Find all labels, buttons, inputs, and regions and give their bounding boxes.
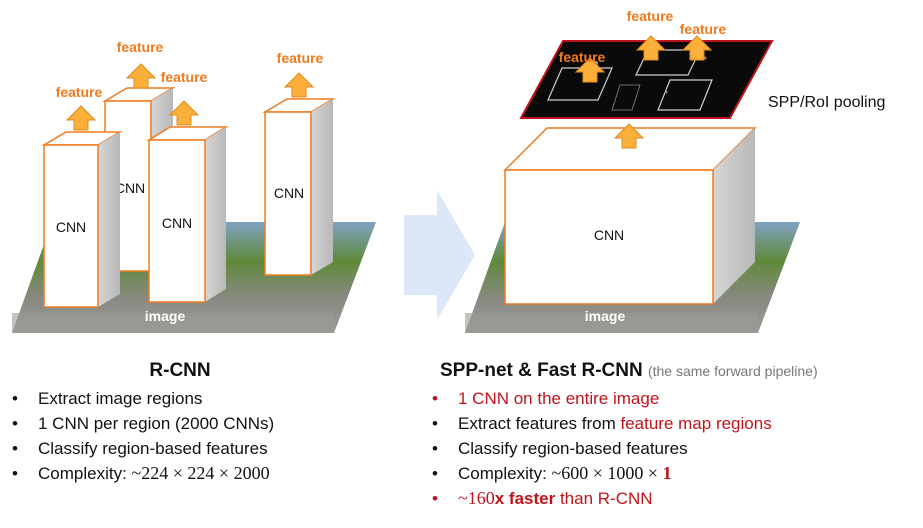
spp-panel: SPP-net & Fast R-CNN (the same forward p… [420, 360, 920, 511]
feature-label-right-1: feature [559, 49, 606, 65]
spp-bullets: •1 CNN on the entire image •Extract feat… [420, 386, 920, 511]
spp-heading: SPP-net & Fast R-CNN (the same forward p… [440, 360, 818, 381]
pooling-label: SPP/RoI pooling [768, 94, 885, 111]
list-item: •Complexity: ~600 × 1000 × 1 [432, 463, 672, 483]
heading-note: (the same forward pipeline) [647, 363, 818, 379]
feature-label-right-2: feature [627, 8, 674, 24]
up-arrow-icon [126, 63, 156, 89]
diagram-canvas: image CNN CNN CNN CNN [12, 8, 885, 333]
cnn-label-3: CNN [162, 215, 192, 231]
up-arrow-icon [169, 100, 199, 126]
cnn-box-large: CNN [503, 127, 757, 305]
up-arrow-icon [66, 105, 96, 131]
image-label-left: image [145, 308, 186, 324]
up-arrow-icon [284, 72, 314, 98]
feature-label-left-3: feature [161, 69, 208, 85]
cnn-label-large: CNN [594, 227, 624, 243]
list-item: •Classify region-based features [12, 439, 268, 458]
cnn-label-4: CNN [274, 185, 304, 201]
rcnn-bullets: •Extract image regions •1 CNN per region… [0, 386, 380, 486]
rcnn-heading: R-CNN [149, 360, 211, 381]
cnn-box-3: CNN [146, 126, 229, 303]
spp-diagram: image CNN feature feature feature SP [465, 8, 885, 333]
cnn-box-4: CNN [262, 98, 336, 276]
cnn-box-1: CNN [41, 131, 123, 308]
feature-label-left-2: feature [117, 39, 164, 55]
feature-label-right-3: feature [680, 21, 727, 37]
rcnn-panel: R-CNN •Extract image regions •1 CNN per … [0, 360, 380, 486]
cnn-label-1: CNN [56, 219, 86, 235]
list-item: •1 CNN per region (2000 CNNs) [12, 414, 275, 433]
list-item: •1 CNN on the entire image [432, 389, 660, 408]
feature-label-left-4: feature [277, 50, 324, 66]
feature-label-left-1: feature [56, 84, 103, 100]
list-item: •~160x faster than R-CNN [432, 488, 653, 508]
image-label-right: image [585, 308, 626, 324]
cnn-label-2: CNN [115, 180, 145, 196]
list-item: •Classify region-based features [432, 439, 688, 458]
rcnn-diagram: image CNN CNN CNN CNN [12, 39, 376, 333]
list-item: •Complexity: ~224 × 224 × 2000 [12, 463, 270, 483]
flow-arrow-icon [404, 190, 475, 320]
list-item: •Extract features from feature map regio… [432, 414, 772, 433]
list-item: •Extract image regions [12, 389, 203, 408]
